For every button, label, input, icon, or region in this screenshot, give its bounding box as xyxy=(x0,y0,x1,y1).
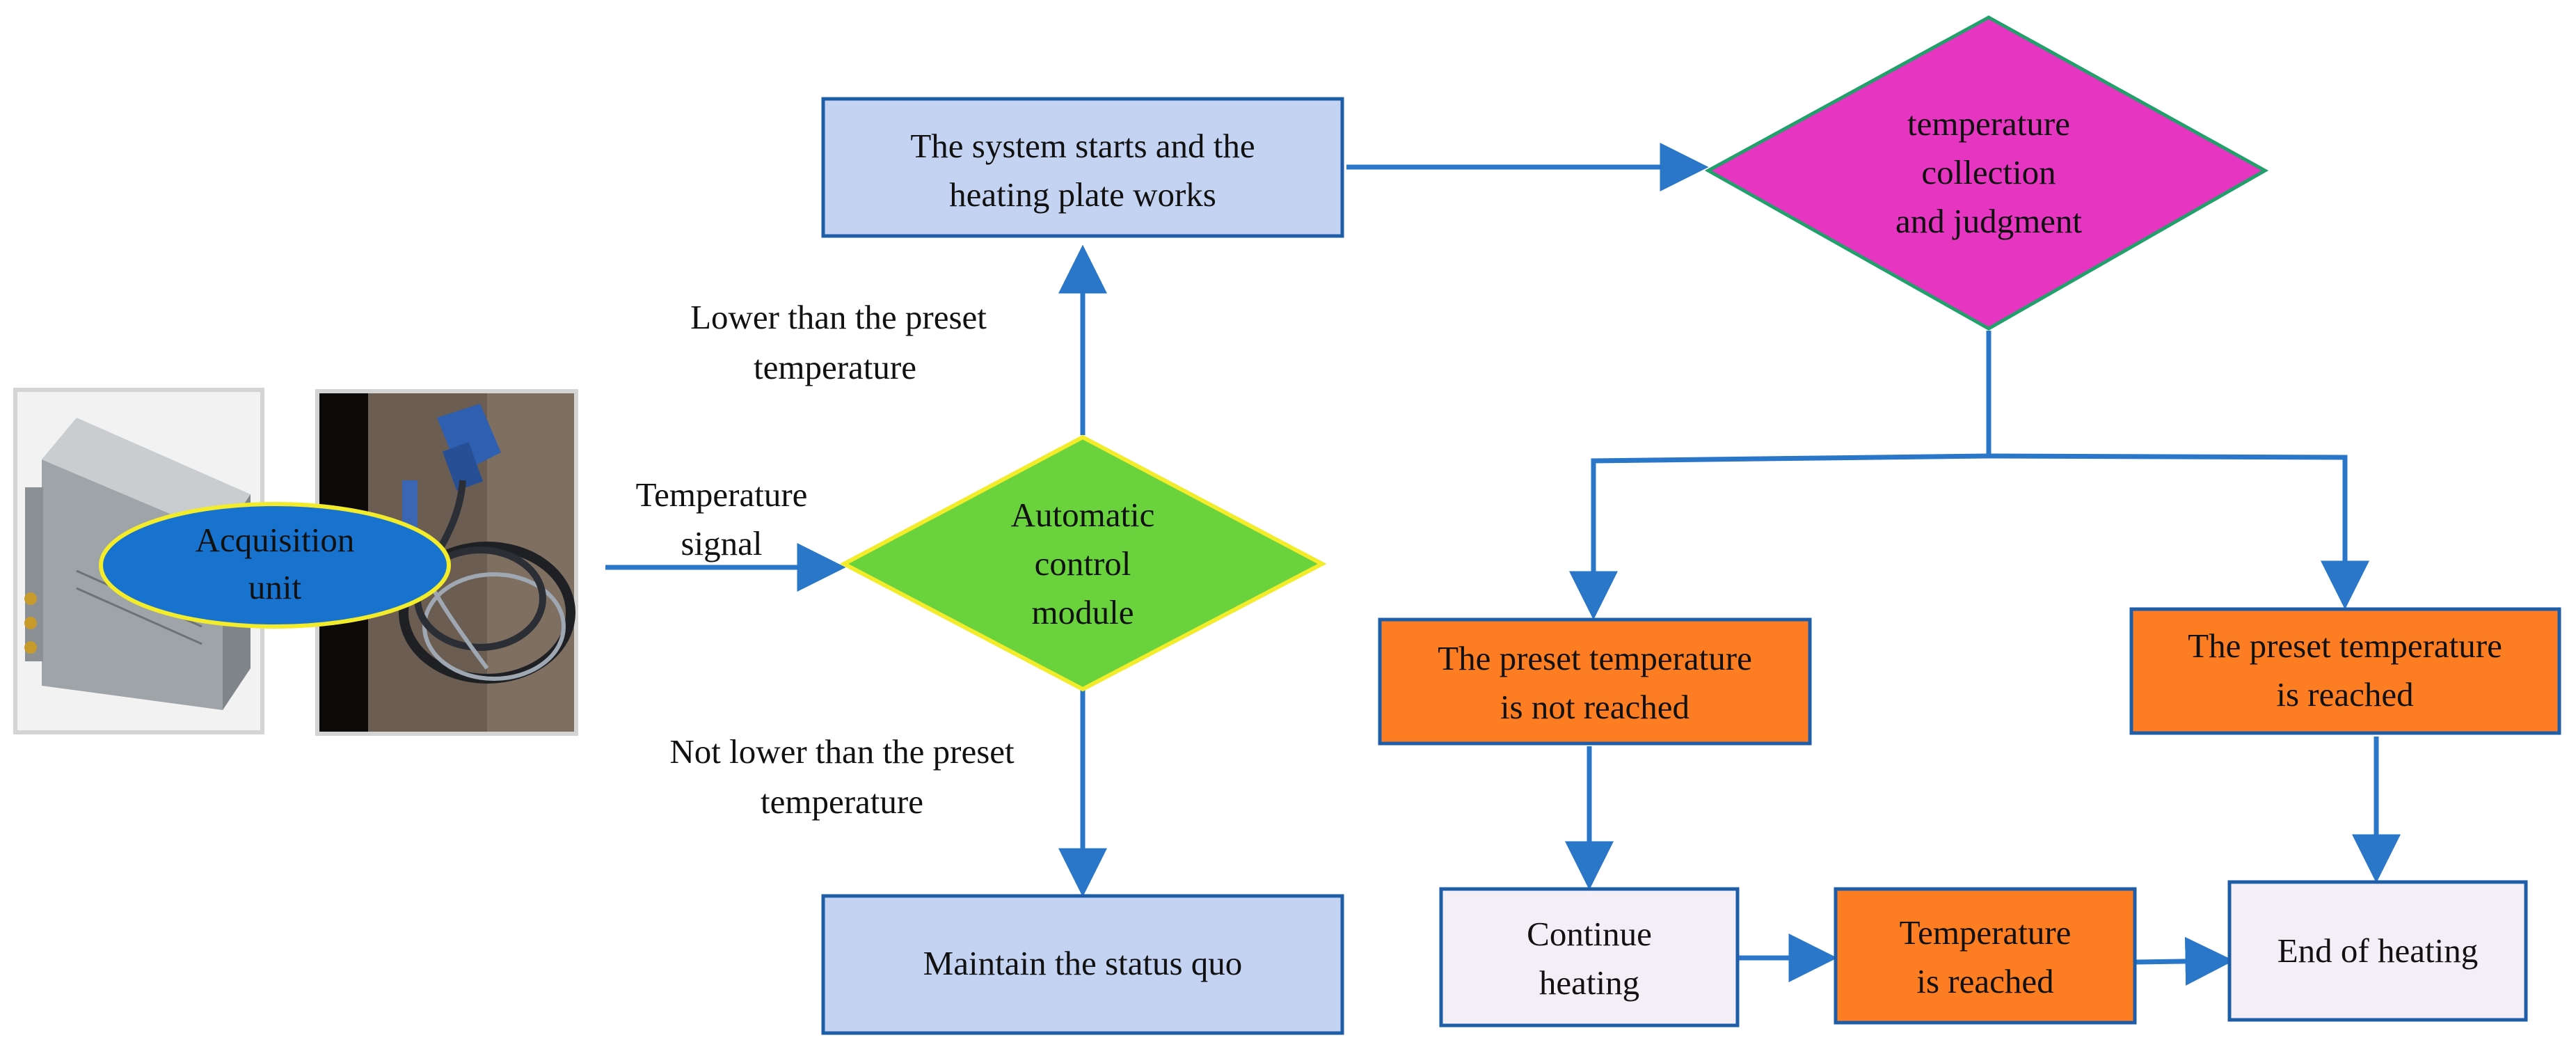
maintain-status-node: Maintain the status quo xyxy=(821,894,1344,1035)
preset-not-reached-line-1: The preset temperature xyxy=(1438,639,1752,677)
continue-heating-line-1: Continue xyxy=(1527,915,1652,953)
temp-judgment-line-2: collection xyxy=(1921,153,2056,191)
system-starts-line-1: The system starts and the xyxy=(910,127,1255,165)
continue-heating-node: Continue heating xyxy=(1439,887,1740,1028)
temp-judgment-node: temperature collection and judgment xyxy=(1704,15,2269,331)
lower-than-preset-line-2: temperature xyxy=(754,348,916,386)
continue-heating-line-2: heating xyxy=(1539,963,1639,1002)
temp-judgment-line-1: temperature xyxy=(1907,104,2070,143)
preset-not-reached-node: The preset temperature is not reached xyxy=(1378,617,1812,746)
preset-reached-node: The preset temperature is reached xyxy=(2129,607,2561,735)
automatic-control-line-3: module xyxy=(1032,593,1134,631)
temperature-reached-line-1: Temperature xyxy=(1900,913,2072,952)
preset-not-reached-line-2: is not reached xyxy=(1500,688,1689,726)
end-heating-line-1: End of heating xyxy=(2277,931,2478,970)
temperature-signal-label: Temperature signal xyxy=(636,475,808,562)
maintain-status-line-1: Maintain the status quo xyxy=(923,944,1243,982)
acquisition-unit-node: Acquisition unit xyxy=(99,502,451,629)
temperature-reached-line-2: is reached xyxy=(1916,962,2053,1000)
end-heating-node: End of heating xyxy=(2227,880,2528,1022)
acquisition-unit-line-2: unit xyxy=(248,568,302,606)
not-lower-than-preset-line-2: temperature xyxy=(761,782,923,821)
not-lower-than-preset-line-1: Not lower than the preset xyxy=(669,732,1015,771)
automatic-control-line-2: control xyxy=(1035,544,1131,583)
automatic-control-module-node: Automatic control module xyxy=(839,434,1327,692)
lower-than-preset-line-1: Lower than the preset xyxy=(690,298,987,336)
system-starts-node: The system starts and the heating plate … xyxy=(821,97,1344,238)
edges xyxy=(605,143,2401,986)
temp-judgment-line-3: and judgment xyxy=(1895,202,2082,240)
preset-reached-line-1: The preset temperature xyxy=(2188,627,2502,665)
edge-to-end-heating-bottom xyxy=(2136,936,2234,986)
acquisition-unit-line-1: Acquisition xyxy=(196,521,355,559)
not-lower-than-preset-label: Not lower than the preset temperature xyxy=(669,732,1015,821)
lower-than-preset-label: Lower than the preset temperature xyxy=(690,298,987,386)
edge-to-preset-reached xyxy=(1988,453,2369,610)
temperature-signal-line-1: Temperature xyxy=(636,475,808,514)
system-starts-line-2: heating plate works xyxy=(949,175,1216,214)
automatic-control-line-1: Automatic xyxy=(1011,496,1155,534)
edge-to-preset-not-reached xyxy=(1569,453,1989,620)
temperature-signal-line-2: signal xyxy=(681,524,762,562)
preset-reached-line-2: is reached xyxy=(2276,675,2413,714)
temperature-reached-node: Temperature is reached xyxy=(1834,887,2137,1025)
